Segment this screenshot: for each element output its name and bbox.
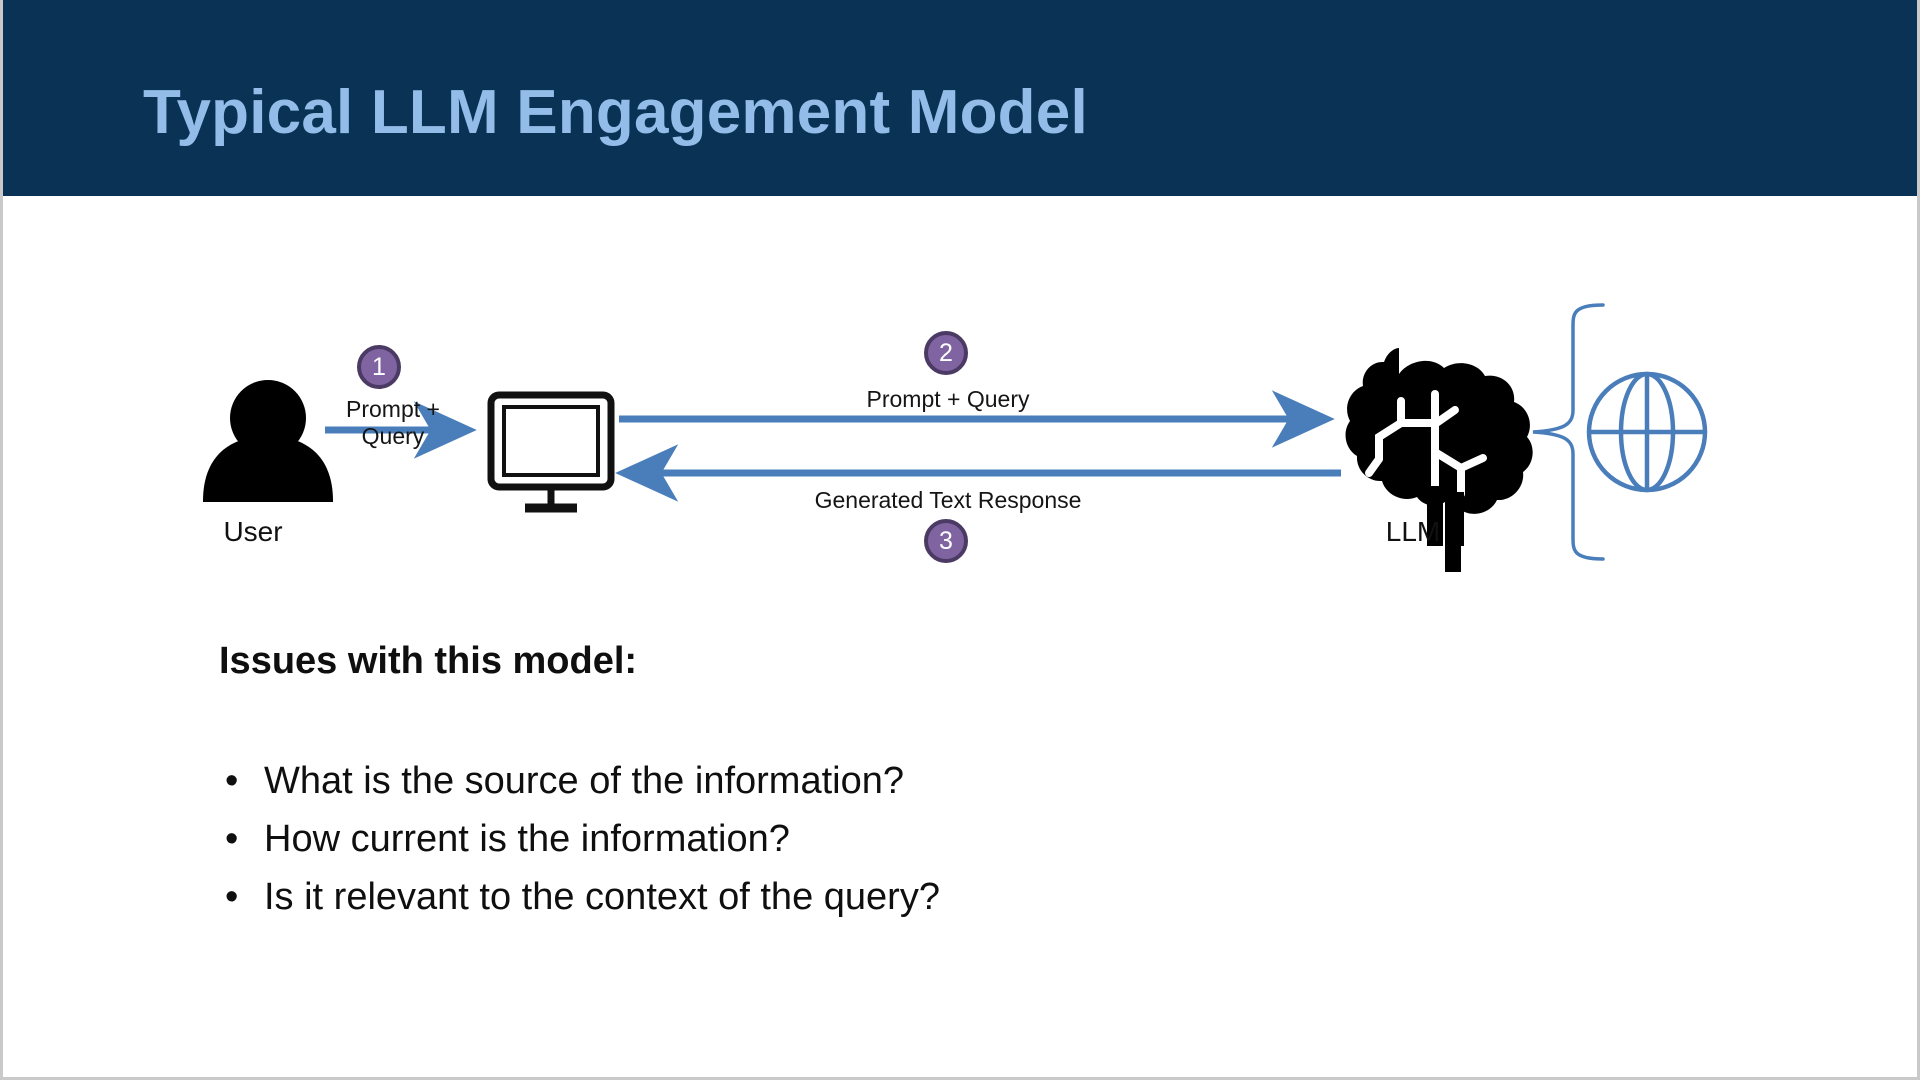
diagram-graphics <box>203 303 1708 572</box>
bullet-icon: • <box>225 876 239 918</box>
desktop-monitor-icon <box>487 391 615 513</box>
step-badge-2: 2 <box>924 331 968 375</box>
title-band: Typical LLM Engagement Model <box>3 0 1917 196</box>
entity-caption-llm: LLM <box>1385 516 1441 547</box>
flow-label-step-3: Generated Text Response <box>814 487 1082 513</box>
bullet-icon: • <box>225 760 239 802</box>
step-badge-3: 3 <box>924 519 968 563</box>
flow-label-step-1: Prompt + Query <box>346 396 440 450</box>
page-title: Typical LLM Engagement Model <box>143 78 1088 147</box>
list-item: • What is the source of the information? <box>219 752 940 810</box>
user-silhouette-icon <box>203 380 333 502</box>
list-item-label: How current is the information? <box>264 818 790 860</box>
list-item-label: Is it relevant to the context of the que… <box>264 876 940 918</box>
step-badge-1: 1 <box>357 345 401 389</box>
list-item: • Is it relevant to the context of the q… <box>219 868 940 926</box>
flow-label-step-2: Prompt + Query <box>866 386 1030 412</box>
brain-icon <box>1345 348 1533 572</box>
engagement-diagram: 1 2 3 Prompt + Query Prompt + Query Gene… <box>3 196 1917 616</box>
globe-icon <box>1586 371 1708 493</box>
bullet-icon: • <box>225 818 239 860</box>
list-item-label: What is the source of the information? <box>264 760 904 802</box>
curly-brace <box>1532 303 1605 561</box>
list-item: • How current is the information? <box>219 810 940 868</box>
issues-list: • What is the source of the information?… <box>219 752 940 926</box>
issues-heading: Issues with this model: <box>219 640 638 682</box>
entity-caption-user: User <box>223 516 283 547</box>
